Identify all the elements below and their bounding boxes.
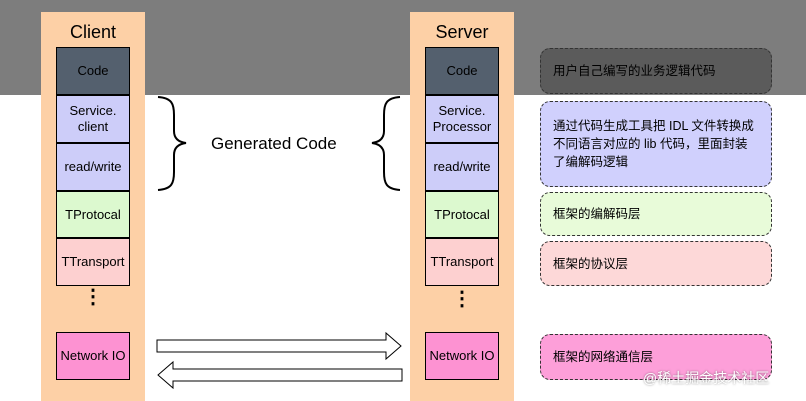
client-title: Client bbox=[69, 22, 117, 42]
server-ellipsis: ⋮ bbox=[452, 288, 472, 310]
client-column: Client Code Service. client read/write T… bbox=[41, 12, 145, 401]
right-brace bbox=[371, 96, 401, 191]
watermark: @稀土掘金技术社区 bbox=[643, 370, 770, 386]
client-readwrite-box: read/write bbox=[56, 143, 130, 191]
client-transport-box: TTransport bbox=[56, 238, 130, 286]
client-code-box: Code bbox=[56, 47, 130, 95]
server-readwrite-box: read/write bbox=[425, 143, 499, 191]
server-transport-box: TTransport bbox=[425, 238, 499, 286]
generated-code-label: Generated Code bbox=[211, 134, 337, 153]
note-protocol-layer: 框架的协议层 bbox=[540, 241, 772, 286]
server-column: Server Code Service. Processor read/writ… bbox=[410, 12, 514, 401]
client-network-box: Network IO bbox=[56, 332, 130, 380]
server-title: Server bbox=[435, 22, 489, 42]
left-brace bbox=[157, 96, 187, 191]
note-codec-layer: 框架的编解码层 bbox=[540, 192, 772, 236]
note-business-code: 用户自己编写的业务逻辑代码 bbox=[540, 48, 772, 94]
server-service-box: Service. Processor bbox=[425, 95, 499, 143]
note-network-layer: 框架的网络通信层 bbox=[540, 334, 772, 380]
server-code-box: Code bbox=[425, 47, 499, 95]
request-arrow bbox=[156, 331, 402, 361]
client-service-box: Service. client bbox=[56, 95, 130, 143]
client-ellipsis: ⋮ bbox=[83, 286, 103, 308]
server-protocol-box: TProtocal bbox=[425, 191, 499, 238]
response-arrow bbox=[157, 360, 403, 390]
note-generated-lib: 通过代码生成工具把 IDL 文件转换成不同语言对应的 lib 代码，里面封装了编… bbox=[540, 101, 772, 187]
client-protocol-box: TProtocal bbox=[56, 191, 130, 238]
server-network-box: Network IO bbox=[425, 332, 499, 380]
